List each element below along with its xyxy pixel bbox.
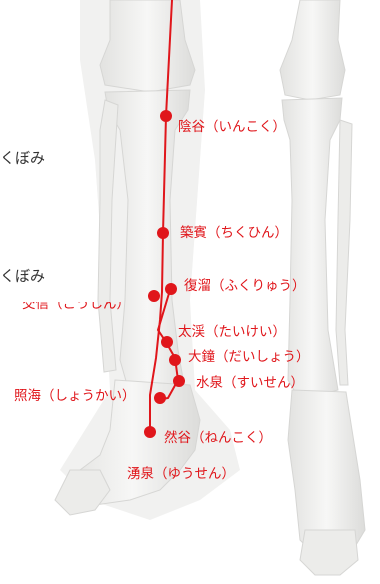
label-shokai: 照海（しょうかい）: [14, 388, 136, 404]
side-label-upper: くぼみ: [0, 149, 46, 167]
point-suisen[interactable]: [173, 375, 185, 387]
label-chikuhin: 築賓（ちくひん）: [180, 225, 288, 241]
left-femur: [99, 0, 196, 93]
label-koshin: 交信（こうしん）: [22, 296, 130, 312]
point-taikei[interactable]: [161, 336, 173, 348]
side-label-lower: くぼみ: [0, 267, 46, 285]
label-yusen: 湧泉（ゆうせん）: [127, 466, 235, 482]
label-daisho: 大鐘（だいしょう）: [188, 349, 310, 365]
label-ingu: 陰谷（いんこく）: [178, 119, 286, 135]
label-nenkoku: 然谷（ねんこく）: [164, 430, 272, 446]
label-fukuryu: 復溜（ふくりゅう）: [184, 278, 306, 294]
label-taikei: 太渓（たいけい）: [178, 324, 286, 340]
point-koshin[interactable]: [148, 290, 160, 302]
point-fukuryu[interactable]: [165, 283, 177, 295]
point-daisho[interactable]: [169, 354, 181, 366]
point-chikuhin[interactable]: [157, 227, 169, 239]
point-ingu[interactable]: [160, 110, 172, 122]
left-fibula: [97, 99, 119, 373]
point-shokai[interactable]: [154, 392, 166, 404]
point-nenkoku[interactable]: [144, 426, 156, 438]
right-fibula: [335, 119, 353, 386]
meridian-line: [149, 0, 173, 432]
right-femur: [279, 0, 346, 101]
right-toes: [299, 529, 359, 576]
left-toes: [54, 469, 111, 516]
label-suisen: 水泉（すいせん）: [196, 375, 304, 391]
